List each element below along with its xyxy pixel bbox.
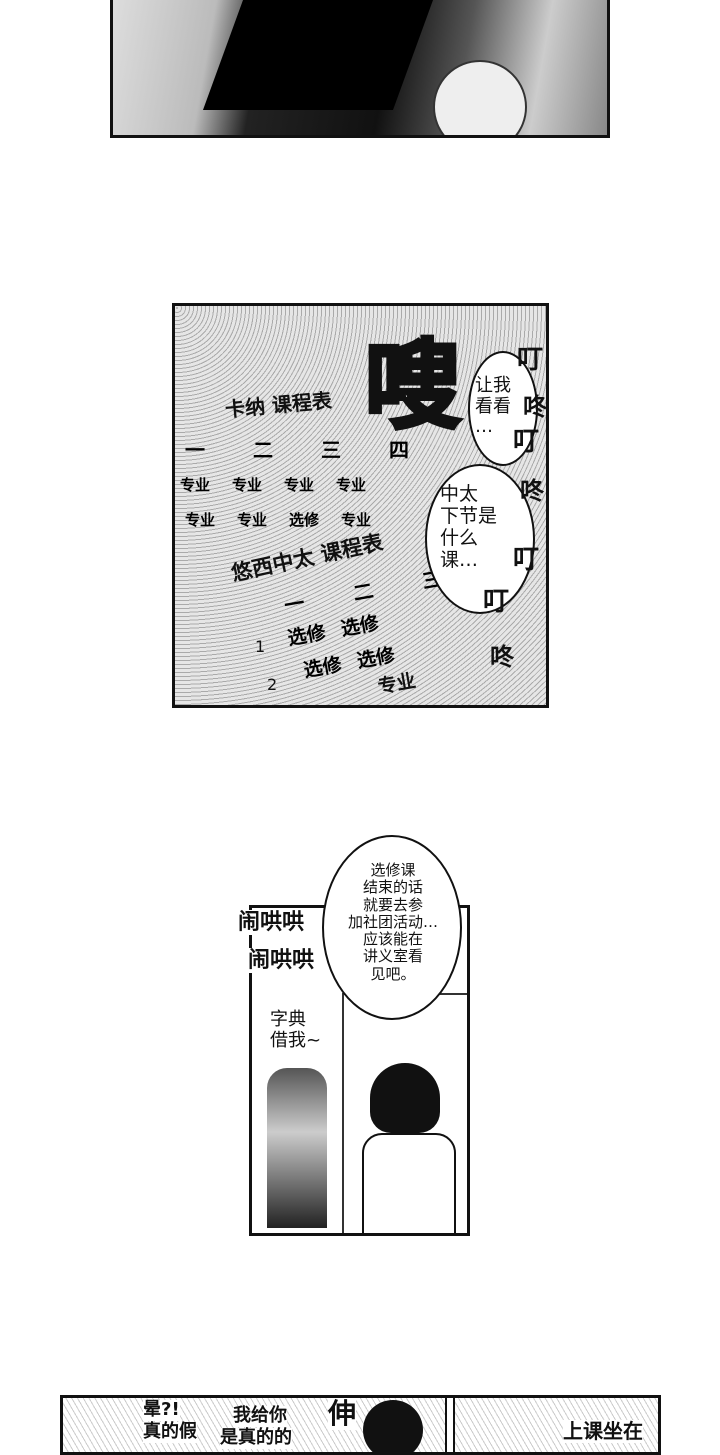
period: 1 xyxy=(255,637,266,656)
panel-schedule: 嗖 卡纳 课程表 一二三四 专业专业专业专业 专业专业选修专业 悠西中太 课程表… xyxy=(172,303,549,708)
speech-bubble-next-class xyxy=(425,464,535,614)
cell: 选修 xyxy=(302,653,344,682)
piano-art xyxy=(202,0,434,110)
cell: 专业 xyxy=(336,476,367,494)
period: 2 xyxy=(267,675,278,694)
day: 三 xyxy=(321,438,341,462)
day: 一 xyxy=(282,590,307,618)
sfx-ding: 叮 xyxy=(513,427,540,457)
cell: 专业 xyxy=(185,511,216,529)
text-give-you: 我给你 xyxy=(233,1405,287,1427)
sfx-noise: 闹哄哄 xyxy=(248,948,315,974)
panel-piano xyxy=(110,0,610,138)
cell: 专业 xyxy=(180,476,211,494)
cell: 选修 xyxy=(286,621,328,650)
sfx-ding: 叮 xyxy=(517,345,544,375)
sfx-dong: 咚 xyxy=(490,643,514,671)
cell: 专业 xyxy=(376,669,418,699)
sfx-big: 嗖 xyxy=(363,329,463,444)
text-is-true: 是真的的 xyxy=(220,1427,292,1449)
text-sit-in-class: 上课坐在 xyxy=(563,1419,643,1443)
cell: 专业 xyxy=(341,511,372,529)
cell: 专业 xyxy=(232,476,263,494)
sfx-ding: 叮 xyxy=(483,587,510,617)
thought-bubble xyxy=(322,835,462,1020)
day: 二 xyxy=(351,578,376,606)
schedule1-title: 卡纳 课程表 xyxy=(224,388,333,422)
sfx-ding: 叮 xyxy=(513,545,540,575)
sfx-dong: 咚 xyxy=(523,393,547,421)
character-head xyxy=(363,1400,423,1452)
schedule1-row: 专业 专业 选修 专业 xyxy=(185,509,371,530)
sfx-noise: 闹哄哄 xyxy=(238,910,305,936)
character-hair xyxy=(370,1063,440,1133)
cell: 选修 xyxy=(355,644,397,673)
character-head xyxy=(433,60,527,135)
day: 一 xyxy=(185,438,205,462)
character-body xyxy=(362,1133,456,1233)
student-background xyxy=(267,1068,327,1228)
speech-let-me-see: 让我 看看 … xyxy=(475,375,511,438)
schedule1-row: 专业 专业 专业 专业 xyxy=(180,474,366,495)
text-dizzy: 晕?! xyxy=(143,1399,180,1421)
divider xyxy=(445,1398,455,1452)
panel-bottom: 晕?! 真的假 我给你 是真的的 伸 上课坐在 xyxy=(60,1395,661,1455)
thought-text: 选修课 结束的话 就要去参 加社团活动… 应该能在 讲义室看 见吧。 xyxy=(347,861,438,983)
schedule1-days: 一二三四 xyxy=(185,434,409,463)
day: 四 xyxy=(389,438,409,462)
sfx-stretch: 伸 xyxy=(328,1397,357,1431)
cell: 选修 xyxy=(289,511,320,529)
sfx-dong: 咚 xyxy=(520,477,544,505)
cell: 专业 xyxy=(237,511,268,529)
text-really: 真的假 xyxy=(143,1421,197,1443)
speech-bubble-let-me-see xyxy=(468,351,538,466)
speech-lend-dictionary: 字典 借我~ xyxy=(270,1009,322,1052)
speech-next-class: 中太 下节是 什么 课… xyxy=(440,483,498,571)
day: 二 xyxy=(253,438,273,462)
cell: 选修 xyxy=(339,612,381,641)
cell: 专业 xyxy=(284,476,315,494)
